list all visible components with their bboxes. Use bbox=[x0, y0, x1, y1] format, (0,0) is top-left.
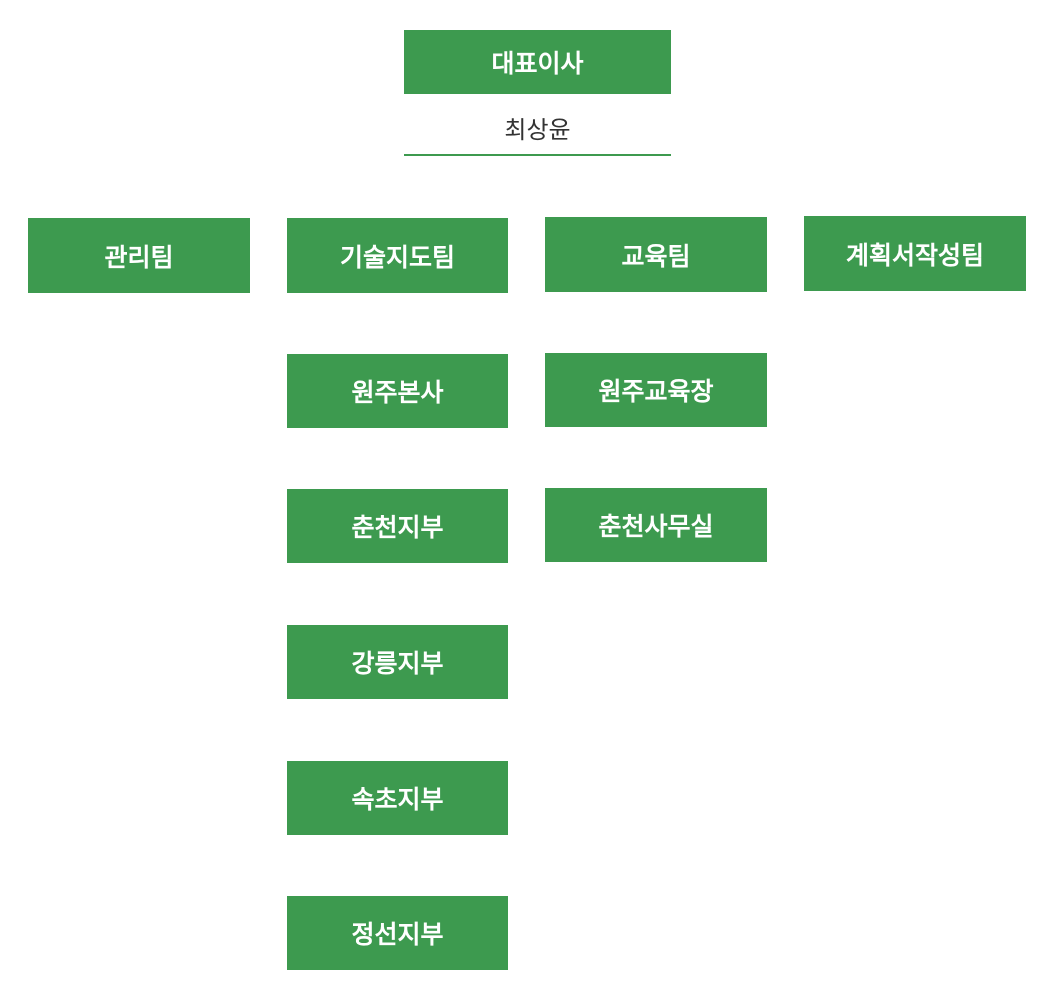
team-label: 계획서작성팀 bbox=[845, 240, 984, 270]
team-label: 교육팀 bbox=[621, 241, 691, 271]
branch-label: 정선지부 bbox=[351, 920, 444, 949]
team-label: 관리팀 bbox=[104, 242, 174, 272]
branch-label: 원주교육장 bbox=[598, 377, 714, 406]
ceo-underline-divider bbox=[404, 154, 671, 156]
branch-label: 원주본사 bbox=[351, 378, 444, 407]
branch-box-wonju-hq: 원주본사 bbox=[287, 354, 508, 428]
branch-box-jeongseon: 정선지부 bbox=[287, 896, 508, 970]
ceo-title-label: 대표이사 bbox=[491, 49, 584, 78]
team-box-planning: 계획서작성팀 bbox=[804, 216, 1026, 291]
branch-box-chuncheon: 춘천지부 bbox=[287, 489, 508, 563]
team-label: 기술지도팀 bbox=[339, 242, 455, 272]
branch-box-sokcho: 속초지부 bbox=[287, 761, 508, 835]
branch-box-chuncheon-office: 춘천사무실 bbox=[545, 488, 767, 562]
ceo-title-box: 대표이사 bbox=[404, 30, 671, 94]
branch-label: 춘천사무실 bbox=[598, 512, 714, 541]
team-box-education: 교육팀 bbox=[545, 217, 767, 292]
branch-label: 춘천지부 bbox=[351, 513, 444, 542]
team-box-management: 관리팀 bbox=[28, 218, 250, 293]
ceo-name: 최상윤 bbox=[504, 115, 571, 144]
team-box-technical-guidance: 기술지도팀 bbox=[287, 218, 508, 293]
branch-box-wonju-education-center: 원주교육장 bbox=[545, 353, 767, 427]
branch-label: 강릉지부 bbox=[351, 649, 444, 678]
branch-box-gangneung: 강릉지부 bbox=[287, 625, 508, 699]
branch-label: 속초지부 bbox=[351, 785, 444, 814]
